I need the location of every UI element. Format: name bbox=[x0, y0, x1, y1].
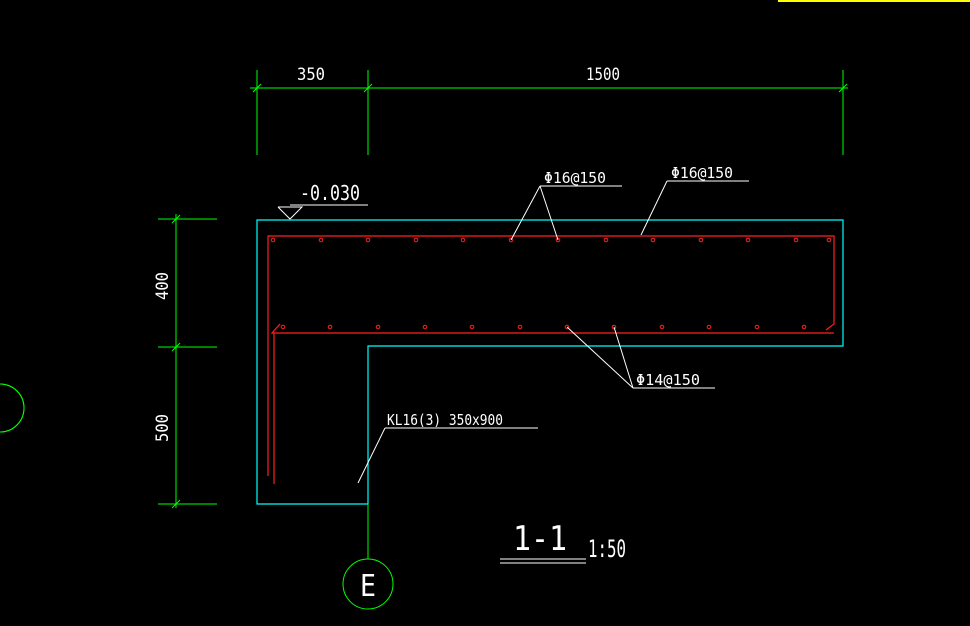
rebar-dots-bottom bbox=[280, 324, 807, 330]
beam-label: KL16(3) 350x900 bbox=[387, 411, 503, 429]
rebar-label-top-b: Φ16@150 bbox=[671, 164, 733, 182]
rebar-leader-top-b: Φ16@150 bbox=[640, 164, 749, 236]
rebar-dots-top bbox=[270, 237, 832, 243]
dimension-400: 400 bbox=[153, 272, 173, 300]
elevation-mark: -0.030 bbox=[277, 181, 368, 220]
rebar bbox=[267, 235, 835, 484]
top-dimension: 350 1500 bbox=[250, 65, 848, 155]
rebar-label-top-a: Φ16@150 bbox=[544, 169, 606, 187]
partial-grid-bubble bbox=[0, 383, 25, 433]
rebar-label-bottom: Φ14@150 bbox=[636, 371, 700, 389]
dimension-1500: 1500 bbox=[586, 65, 620, 85]
grid-axis-e: E bbox=[342, 504, 394, 610]
left-dimension: 400 500 bbox=[153, 214, 217, 509]
beam-leader: KL16(3) 350x900 bbox=[357, 411, 538, 484]
dimension-500: 500 bbox=[153, 414, 173, 442]
rebar-leader-top-a: Φ16@150 bbox=[510, 169, 622, 241]
rebar-leader-bottom: Φ14@150 bbox=[566, 326, 715, 389]
elevation-label: -0.030 bbox=[300, 181, 360, 205]
section-scale: 1:50 bbox=[588, 535, 626, 563]
section-title: 1-1 bbox=[513, 519, 567, 559]
grid-axis-label: E bbox=[360, 569, 376, 604]
section-title-block: 1-1 1:50 bbox=[500, 519, 626, 564]
dimension-350: 350 bbox=[297, 65, 325, 85]
concrete-section-outline bbox=[256, 219, 844, 505]
